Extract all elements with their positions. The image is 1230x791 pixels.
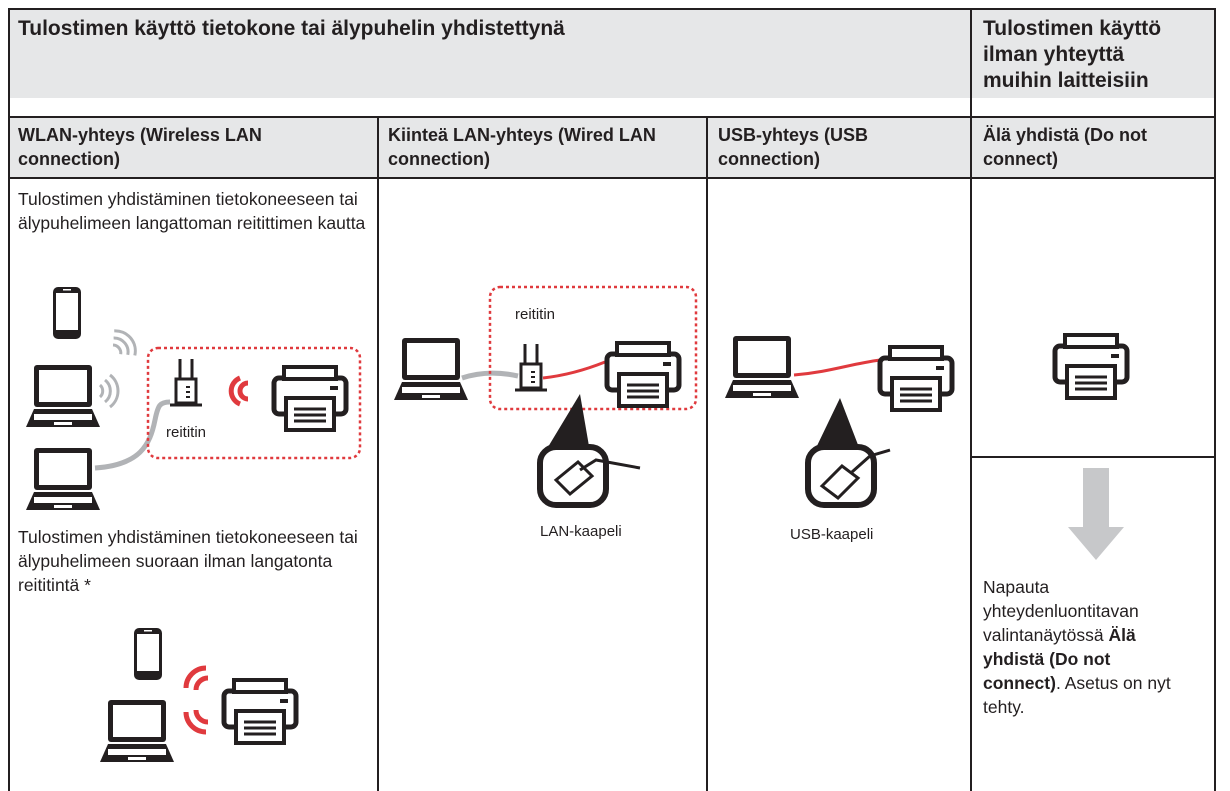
laptop-icon	[100, 700, 174, 762]
laptop-icon	[26, 448, 100, 510]
usb-cable-label: USB-kaapeli	[790, 526, 874, 543]
wifi-waves-icon	[98, 324, 143, 409]
wlan-direct-description: Tulostimen yhdistäminen tietokoneeseen t…	[18, 527, 358, 595]
lan-cable-label: LAN-kaapeli	[540, 523, 622, 540]
lan-connector-icon	[537, 444, 641, 508]
printer-icon	[274, 367, 346, 430]
wireless-signal-icon	[228, 375, 249, 407]
wireless-signal-icon	[183, 665, 209, 735]
wlan-router-label: reititin	[166, 424, 207, 441]
wlan-router-description: Tulostimen yhdistäminen tietokoneeseen t…	[18, 189, 366, 233]
down-arrow-icon	[1068, 468, 1124, 560]
column-title-wlan: WLAN-yhteys (Wireless LAN connection)	[18, 125, 262, 169]
standalone-title: Tulostimen käyttö ilman yhteyttä muihin …	[983, 17, 1162, 92]
router-icon	[168, 357, 204, 407]
printer-icon	[880, 347, 952, 410]
wired-router-label: reititin	[515, 306, 556, 323]
laptop-icon	[394, 338, 468, 400]
smartphone-icon	[53, 287, 81, 339]
printer-icon	[1055, 335, 1127, 398]
lan-cable	[94, 399, 171, 471]
callout-pointer	[815, 398, 860, 450]
smartphone-icon	[134, 628, 162, 680]
instruction-text: Napauta yhteydenluontitavan valintanäytö…	[983, 577, 1139, 645]
router-highlight-frame	[146, 346, 362, 460]
laptop-icon	[26, 365, 100, 427]
connected-header-bg	[8, 8, 972, 98]
noconnect-instruction: Napauta yhteydenluontitavan valintanäytö…	[983, 575, 1188, 719]
column-title-noconnect: Älä yhdistä (Do not connect)	[983, 125, 1148, 169]
printer-icon	[607, 343, 679, 406]
instruction-text-end: . Asetus on nyt tehty.	[983, 673, 1171, 717]
lan-cable-red	[542, 360, 606, 380]
column-title-wired: Kiinteä LAN-yhteys (Wired LAN connection…	[388, 125, 656, 169]
column-title-usb: USB-yhteys (USB connection)	[718, 125, 869, 169]
router-icon	[513, 342, 549, 392]
usb-connector-icon	[805, 444, 891, 508]
usb-cable	[793, 358, 881, 377]
router-highlight-frame	[488, 285, 698, 411]
standalone-header-bg	[972, 8, 1214, 98]
printer-icon	[224, 680, 296, 743]
connected-title: Tulostimen käyttö tietokone tai älypuhel…	[18, 17, 565, 40]
laptop-icon	[725, 336, 799, 398]
do-not-connect-option: Älä yhdistä (Do not connect)	[983, 625, 1136, 693]
column-header-bg	[8, 118, 1214, 178]
callout-pointer	[545, 394, 590, 452]
